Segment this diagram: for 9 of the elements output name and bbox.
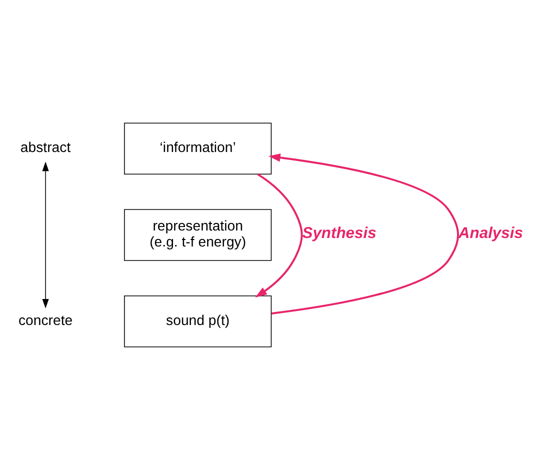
arrow xyxy=(268,154,459,314)
node-text: concrete xyxy=(18,312,73,328)
edge-label: Synthesis xyxy=(302,225,376,242)
node-box: representation (e.g. t-f energy) xyxy=(124,209,272,261)
node-box: sound p(t) xyxy=(124,295,272,348)
arrow xyxy=(42,162,49,308)
node-box: ‘information’ xyxy=(124,122,272,175)
arrow xyxy=(255,173,303,298)
node-text: abstract xyxy=(20,139,71,156)
